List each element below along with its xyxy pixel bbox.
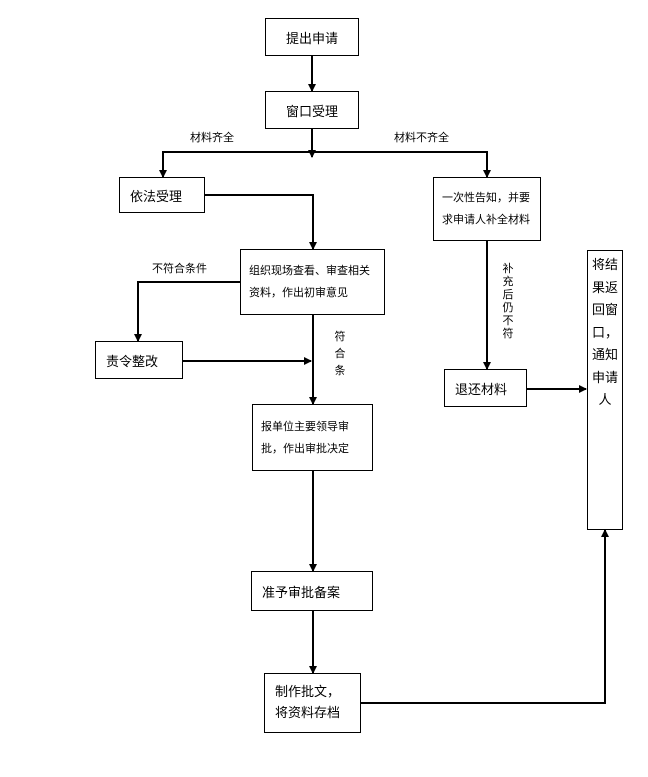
node-inform-text: 一次性告知，并要求申请人补全材料 [442, 191, 530, 226]
node-make-doc-text: 制作批文，将资料存档 [275, 685, 341, 721]
arrow-not-meet-to-rectify [134, 281, 240, 342]
node-submit-text: 提出申请 [285, 31, 338, 47]
label-not-meet: 不符合条件 [152, 262, 207, 275]
node-legal-accept-text: 依法受理 [130, 189, 183, 205]
node-return-materials-text: 退还材料 [455, 382, 508, 398]
node-approve-text: 准予审批备案 [262, 585, 341, 601]
node-result-back-text: 将结果返回窗口，通知申请人 [591, 258, 618, 408]
node-report: 报单位主要领导审批，作出审批决定 [252, 404, 373, 471]
arrow-make-doc-to-result [361, 529, 609, 704]
label-incomplete: 材料不齐全 [394, 131, 449, 144]
arrow-legal-to-organize [205, 194, 317, 250]
label-still-not-meet: 补充后仍不符 [502, 262, 514, 340]
node-approve: 准予审批备案 [251, 571, 373, 611]
node-make-doc: 制作批文，将资料存档 [264, 673, 361, 733]
node-rectify: 责令整改 [95, 341, 183, 379]
node-report-text: 报单位主要领导审批，作出审批决定 [261, 419, 349, 455]
node-submit: 提出申请 [265, 18, 359, 56]
node-organize-text: 组织现场查看、审查相关资料，作出初审意见 [249, 264, 370, 299]
node-inform: 一次性告知，并要求申请人补全材料 [433, 177, 541, 241]
node-window-accept-text: 窗口受理 [285, 104, 338, 120]
label-meet: 符合条 [334, 330, 346, 377]
branch-line [162, 151, 488, 178]
node-legal-accept: 依法受理 [119, 177, 205, 213]
node-rectify-text: 责令整改 [106, 354, 159, 370]
label-complete: 材料齐全 [190, 131, 234, 144]
node-organize: 组织现场查看、审查相关资料，作出初审意见 [240, 249, 385, 315]
node-result-back: 将结果返回窗口，通知申请人 [587, 250, 623, 530]
node-return-materials: 退还材料 [444, 369, 527, 407]
node-window-accept: 窗口受理 [265, 91, 359, 129]
